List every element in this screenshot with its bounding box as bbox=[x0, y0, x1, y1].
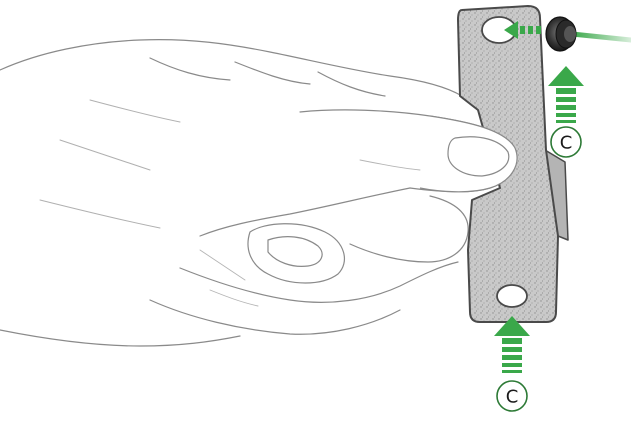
rubber-grommet-icon bbox=[545, 16, 577, 52]
thumb-bottom-outline bbox=[199, 187, 411, 237]
callout-circle bbox=[496, 380, 528, 412]
grommet-assembly bbox=[504, 16, 631, 52]
hand-top-outline bbox=[0, 39, 463, 97]
palm-shading bbox=[199, 159, 421, 307]
left-arrow-icon bbox=[504, 21, 541, 39]
index-finger-outline bbox=[349, 195, 469, 263]
callout-bottom: C bbox=[494, 316, 530, 412]
curled-finger-nail bbox=[267, 236, 323, 267]
bracket-bottom-hole bbox=[496, 284, 528, 308]
thumb-overlay bbox=[419, 115, 518, 193]
hand-bottom-outline bbox=[0, 329, 241, 347]
lower-fingers-outline bbox=[149, 299, 401, 335]
up-arrow-icon bbox=[494, 316, 530, 373]
hand-sketch bbox=[0, 39, 518, 347]
callout-label: C bbox=[560, 133, 573, 154]
callout-circle bbox=[550, 126, 582, 158]
grommet-guide-line bbox=[569, 31, 631, 43]
callout-label: C bbox=[506, 387, 519, 408]
curled-finger bbox=[247, 223, 346, 284]
up-arrow-icon bbox=[548, 66, 584, 123]
wrist-crease bbox=[39, 99, 181, 229]
lower-fingers-outline bbox=[179, 261, 459, 303]
knuckle-ridge bbox=[149, 57, 386, 97]
callout-top: C bbox=[548, 66, 584, 158]
